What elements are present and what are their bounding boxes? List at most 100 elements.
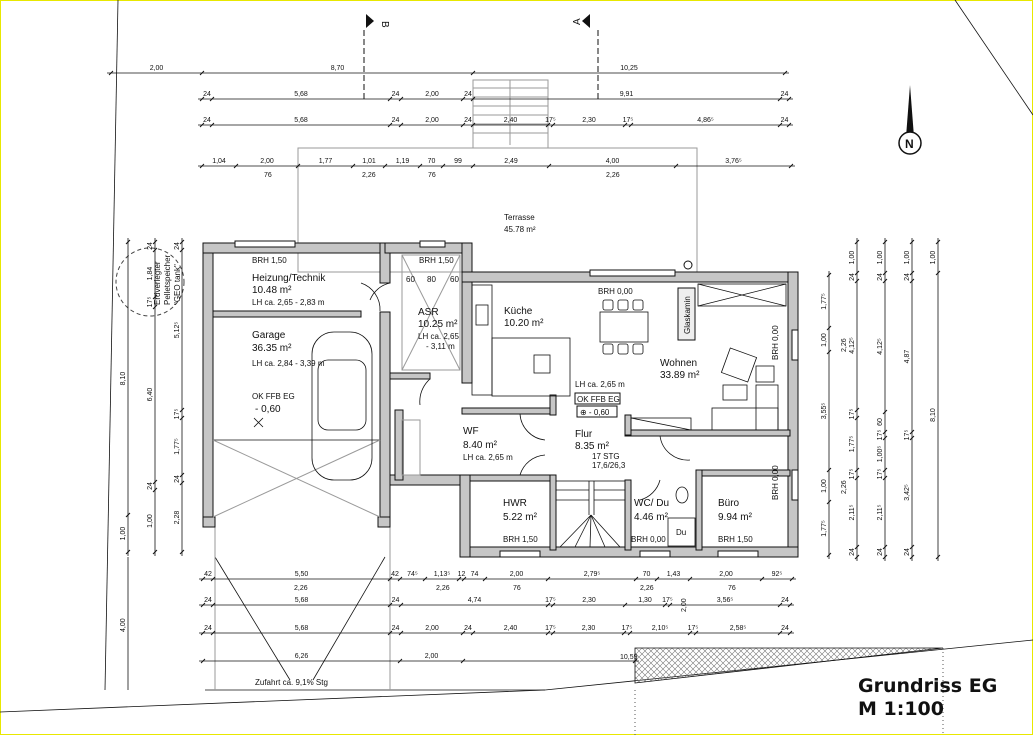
dimension-tick bbox=[460, 96, 466, 102]
dimension-tick bbox=[398, 96, 404, 102]
dimension-tick bbox=[397, 658, 403, 664]
dimension-tick bbox=[200, 658, 206, 664]
dimension-tick bbox=[350, 163, 356, 169]
dining-table bbox=[599, 311, 649, 343]
dimension-label: 24 bbox=[392, 91, 400, 98]
hatched-area bbox=[634, 647, 944, 684]
room-hwr: HWR 5.22 m² BRH 1,50 bbox=[503, 498, 538, 544]
dimension-label: 17⁵ bbox=[545, 625, 556, 632]
dimension-label: 2,00 bbox=[425, 91, 439, 98]
svg-text:BRH 1,50: BRH 1,50 bbox=[718, 535, 753, 544]
svg-text:2,26: 2,26 bbox=[606, 172, 620, 179]
svg-text:N: N bbox=[905, 137, 914, 151]
dimension-label: 70 bbox=[643, 571, 651, 578]
dimension-label: 17⁵ bbox=[688, 625, 699, 632]
dimension-tick bbox=[152, 304, 158, 310]
dimension-tick bbox=[179, 415, 185, 421]
dimension-label: 24 bbox=[849, 273, 856, 281]
dimension-tick bbox=[909, 429, 915, 435]
svg-text:M 1:100: M 1:100 bbox=[858, 698, 944, 720]
svg-text:LH ca. 2,84 - 3,39 m: LH ca. 2,84 - 3,39 m bbox=[252, 359, 325, 368]
svg-text:10.25 m²: 10.25 m² bbox=[418, 319, 458, 330]
svg-text:WC/ Du: WC/ Du bbox=[634, 498, 669, 509]
dimension-tick bbox=[550, 602, 556, 608]
dimension-label: 4,86⁵ bbox=[697, 117, 714, 124]
dimension-label: 8,70 bbox=[331, 65, 345, 72]
svg-text:8.35 m²: 8.35 m² bbox=[575, 441, 610, 452]
svg-text:76: 76 bbox=[428, 172, 436, 179]
dimension-tick bbox=[854, 467, 860, 473]
dimension-label: 17⁵ bbox=[622, 625, 633, 632]
svg-text:ASR: ASR bbox=[418, 307, 439, 318]
dimension-tick bbox=[200, 630, 206, 636]
dimension-tick bbox=[152, 239, 158, 245]
dimension-tick bbox=[546, 163, 552, 169]
dimension-label: 24 bbox=[204, 625, 212, 632]
room-wf: WF 8.40 m² LH ca. 2,65 m bbox=[463, 426, 513, 462]
dimension-tick bbox=[179, 407, 185, 413]
svg-text:LH ca. 2,65 m: LH ca. 2,65 m bbox=[575, 380, 625, 389]
dimension-tick bbox=[397, 576, 403, 582]
dimension-label: 1,00 bbox=[877, 251, 884, 265]
dimension-label: 2,00 bbox=[425, 625, 439, 632]
dimension-label: 1,00 bbox=[821, 333, 828, 347]
dimension-tick bbox=[210, 630, 216, 636]
dimension-tick bbox=[470, 122, 476, 128]
dimension-label: 1,13⁵ bbox=[434, 571, 451, 578]
dimension-tick bbox=[470, 96, 476, 102]
dimension-label: 24 bbox=[147, 242, 154, 250]
dimension-tick bbox=[935, 239, 941, 245]
dimension-label: 24 bbox=[904, 548, 911, 556]
dimension-label: 1,19 bbox=[396, 158, 410, 165]
dimension-tick bbox=[398, 630, 404, 636]
dimension-tick bbox=[854, 554, 860, 560]
dimension-label: 24 bbox=[392, 625, 400, 632]
svg-text:17 STG: 17 STG bbox=[592, 452, 620, 461]
dimension-label: 2,11⁵ bbox=[877, 504, 884, 520]
svg-text:Pelletspeicher: Pelletspeicher bbox=[163, 254, 172, 305]
dimension-label: 2,00 bbox=[150, 65, 164, 72]
dimension-label: 2,58⁵ bbox=[730, 625, 747, 632]
dimension-tick bbox=[152, 294, 158, 300]
svg-text:2,26: 2,26 bbox=[841, 480, 848, 494]
dimension-tick bbox=[786, 122, 792, 128]
dimension-label: 1,77⁵ bbox=[174, 438, 181, 455]
dimension-tick bbox=[152, 247, 158, 253]
svg-text:BRH 0,00: BRH 0,00 bbox=[771, 465, 780, 500]
windows bbox=[212, 240, 799, 558]
dimension-label: 2,79⁵ bbox=[584, 571, 601, 578]
dimension-tick bbox=[440, 163, 446, 169]
dimension-tick bbox=[882, 409, 888, 415]
dimension-tick bbox=[470, 163, 476, 169]
section-marker-b: B bbox=[363, 14, 390, 100]
dimension-label: 2,30 bbox=[582, 117, 596, 124]
svg-text:Flur: Flur bbox=[575, 429, 593, 440]
svg-text:BRH 0,00: BRH 0,00 bbox=[631, 535, 666, 544]
dimension-tick bbox=[782, 70, 788, 76]
dimension-tick bbox=[387, 122, 393, 128]
dimension-label: 1,43 bbox=[667, 571, 681, 578]
dimension-tick bbox=[199, 122, 205, 128]
dimension-label: 17⁵ bbox=[877, 430, 884, 441]
dimension-tick bbox=[545, 602, 551, 608]
dimension-label: 1,00 bbox=[930, 251, 937, 265]
dimension-tick bbox=[787, 630, 793, 636]
room-wc: WC/ Du 4.46 m² BRH 0,00 Du bbox=[631, 498, 686, 544]
dimension-label: 1,77⁵ bbox=[849, 436, 856, 453]
dimension-label: 17⁵ bbox=[662, 597, 673, 604]
dimension-label: 1,84 bbox=[147, 267, 154, 281]
dimension-tick bbox=[777, 122, 783, 128]
dimension-tick bbox=[387, 630, 393, 636]
dimension-label: 17⁵ bbox=[174, 409, 181, 420]
svg-text:80: 80 bbox=[427, 275, 436, 284]
dimension-tick bbox=[210, 576, 216, 582]
dimension-label: 24 bbox=[781, 117, 789, 124]
svg-text:4,00: 4,00 bbox=[120, 618, 127, 632]
svg-text:76: 76 bbox=[728, 585, 736, 592]
dimension-tick bbox=[882, 270, 888, 276]
dimension-tick bbox=[460, 630, 466, 636]
dimension-tick bbox=[788, 163, 794, 169]
svg-text:4.46 m²: 4.46 m² bbox=[634, 512, 669, 523]
svg-text:36.35 m²: 36.35 m² bbox=[252, 343, 292, 354]
